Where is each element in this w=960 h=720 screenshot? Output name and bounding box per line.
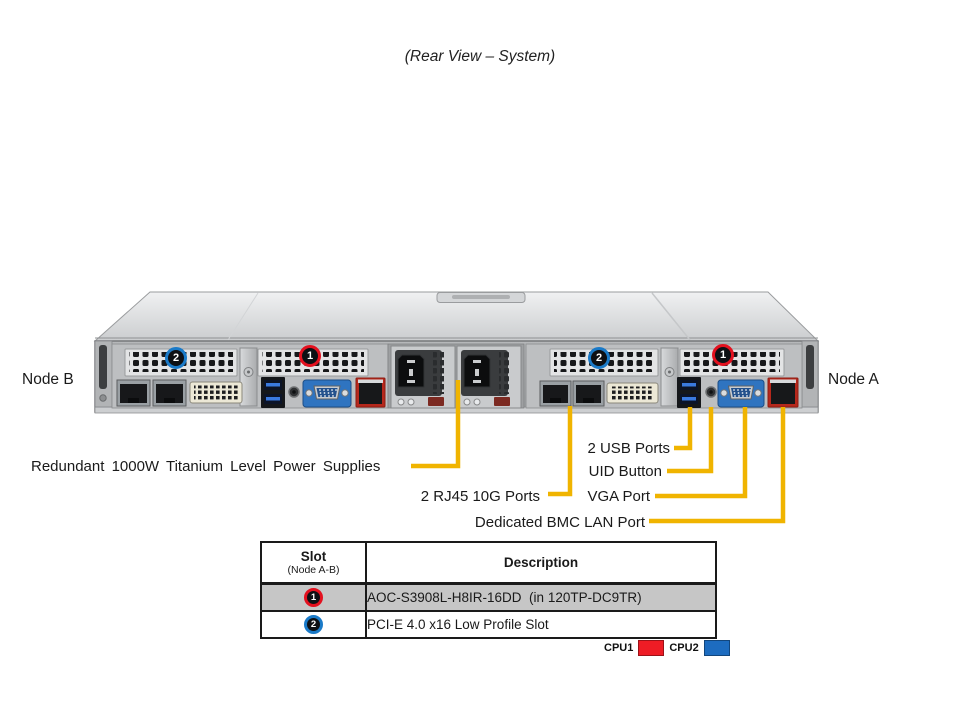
vga-port-icon [717, 379, 765, 408]
power-supply-section [387, 343, 525, 409]
page-title: (Rear View – System) [404, 48, 556, 65]
callout-line-vga [655, 407, 748, 499]
slot-column-header: Slot (Node A-B) [260, 541, 367, 585]
callout-line-rj45 [548, 406, 573, 497]
power-inlet-icon [463, 354, 491, 388]
usb-ports-icon [677, 377, 701, 408]
lid-latch-icon [436, 292, 526, 303]
rj45-port-icon [152, 379, 187, 407]
callout-uid-label: UID Button [588, 463, 662, 480]
bracket-divider-icon [239, 347, 258, 407]
bracket-divider-icon [660, 347, 679, 407]
table-row: 2 PCI-E 4.0 x16 Low Profile Slot [260, 610, 717, 639]
power-supply-2 [456, 345, 522, 409]
callout-psu-label: Redundant 1000W Titanium Level Power Sup… [31, 458, 381, 475]
dvi-port-icon [606, 382, 659, 404]
uid-button-icon [705, 386, 717, 398]
nodeA-slot1-marker: 1 [712, 344, 734, 366]
slot1-marker: 1 [304, 588, 323, 607]
callout-line-bmc [649, 407, 786, 524]
nodeA-slot2-marker: 2 [588, 347, 610, 369]
slot2-description: PCI-E 4.0 x16 Low Profile Slot [365, 610, 717, 639]
cpu-legend: CPU1 CPU2 [604, 640, 730, 656]
power-supply-1 [390, 345, 456, 409]
cpu1-color-swatch [638, 640, 665, 656]
usb-ports-icon [261, 377, 285, 408]
cpu2-color-swatch [703, 640, 730, 656]
callout-bmc-label: Dedicated BMC LAN Port [474, 514, 645, 531]
bmc-lan-port-icon [355, 377, 386, 408]
node-b-label: Node B [22, 371, 74, 388]
callout-line-usb [674, 407, 693, 451]
nodeB-slot1-marker: 1 [299, 345, 321, 367]
callout-line-uid [667, 407, 714, 474]
cpu1-label: CPU1 [604, 642, 634, 654]
rj45-port-icon [116, 379, 151, 407]
power-inlet-icon [397, 354, 425, 388]
slot1-marker-cell: 1 [260, 582, 367, 612]
table-row: 1 AOC-S3908L-H8IR-16DD (in 120TP-DC9TR) [260, 582, 717, 612]
slot1-description: AOC-S3908L-H8IR-16DD (in 120TP-DC9TR) [365, 582, 717, 612]
nodeB-slot2-marker: 2 [165, 347, 187, 369]
slot2-marker: 2 [304, 615, 323, 634]
left-ear-latch-icon [94, 340, 113, 408]
bmc-lan-port-icon [767, 377, 799, 408]
cpu2-label: CPU2 [669, 642, 699, 654]
slot-description-table: Slot (Node A-B) Description 1 AOC-S3908L… [260, 541, 717, 639]
callout-usb-label: 2 USB Ports [587, 440, 670, 457]
rj45-port-icon [539, 380, 572, 407]
node-b-io-section [111, 343, 389, 409]
node-a-io-section [525, 343, 803, 409]
description-column-header: Description [365, 541, 717, 585]
callout-rj45-label: 2 RJ45 10G Ports [420, 488, 540, 505]
right-ear-latch-icon [801, 340, 819, 408]
dvi-port-icon [189, 381, 243, 404]
node-a-label: Node A [828, 371, 879, 388]
uid-button-icon [288, 386, 300, 398]
callout-line-psu [411, 380, 461, 469]
table-header-row: Slot (Node A-B) Description [260, 541, 717, 585]
chassis-lid [93, 291, 820, 342]
slot2-marker-cell: 2 [260, 610, 367, 639]
vga-port-icon [302, 379, 352, 408]
rj45-port-icon [572, 380, 605, 407]
callout-vga-label: VGA Port [587, 488, 650, 505]
